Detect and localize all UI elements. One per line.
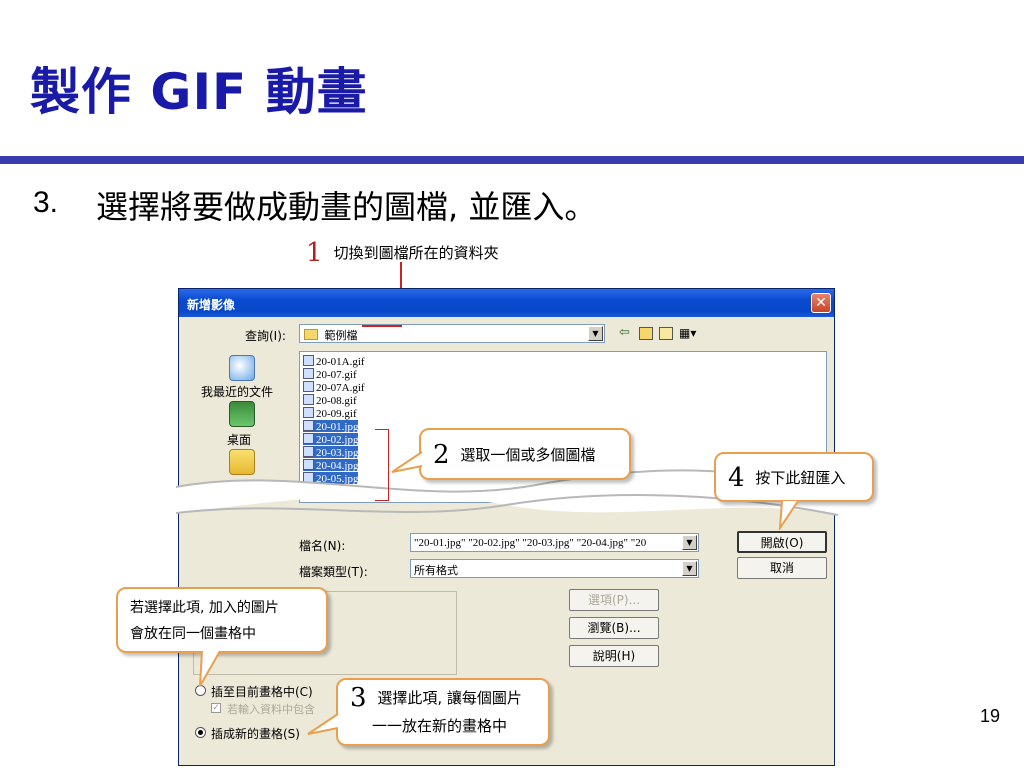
place-desktop[interactable]: 桌面 — [227, 433, 252, 447]
annotation-3: 3 選擇此項, 讓每個圖片 一一放在新的畫格中 — [336, 678, 550, 746]
annotation-4-text: 按下此鈕匯入 — [755, 469, 846, 487]
new-folder-icon[interactable] — [659, 327, 673, 340]
slide-title: 製作 GIF 動畫 — [30, 63, 368, 121]
image-file-icon — [303, 433, 314, 444]
image-file-icon — [303, 420, 314, 431]
image-file-icon — [303, 446, 314, 457]
filename-value: "20-01.jpg" "20-02.jpg" "20-03.jpg" "20-… — [414, 537, 647, 549]
desktop-icon[interactable] — [229, 401, 255, 427]
filetype-label: 檔案類型(T): — [299, 565, 368, 579]
annotation-1-line-h — [362, 325, 402, 327]
annotation-1-text: 切換到圖檔所在的資料夾 — [333, 244, 499, 262]
annotation-options-line2: 會放在同一個畫格中 — [130, 626, 256, 642]
annotation-4-pointer — [778, 500, 799, 530]
close-button[interactable]: ✕ — [811, 293, 831, 313]
page-number: 19 — [980, 706, 1001, 726]
list-item-selected[interactable]: 20-01.jpg — [303, 420, 359, 433]
image-file-icon — [303, 407, 314, 418]
up-folder-icon[interactable] — [639, 327, 653, 340]
image-file-icon — [303, 368, 314, 379]
dialog-title: 新增影像 — [187, 298, 236, 312]
step-text: 選擇將要做成動畫的圖檔, 並匯入。 — [96, 188, 597, 226]
help-button[interactable]: 說明(H) — [569, 645, 659, 667]
annotation-4-number: 4 — [728, 463, 745, 493]
filetype-select[interactable]: 所有格式 ▼ — [410, 559, 699, 578]
list-item[interactable]: 20-01A.gif — [303, 355, 365, 368]
filetype-value: 所有格式 — [414, 564, 458, 577]
image-file-icon — [303, 394, 314, 405]
insert-new-radio[interactable] — [195, 727, 206, 738]
chevron-down-icon[interactable]: ▼ — [588, 326, 603, 341]
annotation-3-line1: 選擇此項, 讓每個圖片 — [377, 689, 522, 707]
list-item[interactable]: 20-07A.gif — [303, 381, 365, 394]
list-item-selected[interactable]: 20-05.jpg — [303, 472, 359, 485]
annotation-2-text: 選取一個或多個圖檔 — [460, 446, 596, 464]
open-button[interactable]: 開啟(O) — [737, 531, 827, 553]
list-item[interactable]: 20-08.gif — [303, 394, 357, 407]
image-file-icon — [303, 381, 314, 392]
insert-current-label[interactable]: 插至目前畫格中(C) — [211, 685, 313, 699]
recent-documents-icon[interactable] — [229, 355, 255, 381]
list-item-selected[interactable]: 20-02.jpg — [303, 433, 359, 446]
selection-bracket — [375, 429, 389, 501]
view-menu-icon[interactable]: ▦▾ — [679, 326, 697, 340]
options-button[interactable]: 選項(P)... — [569, 589, 659, 611]
annotation-3-number: 3 — [350, 683, 367, 713]
include-checkbox[interactable]: ✓ — [211, 703, 221, 713]
annotation-2-pointer — [391, 451, 423, 473]
annotation-1-number: 1 — [306, 238, 323, 268]
list-item[interactable]: 20-07.gif — [303, 368, 357, 381]
chevron-down-icon[interactable]: ▼ — [682, 535, 697, 550]
list-item-selected[interactable]: 20-03.jpg — [303, 446, 359, 459]
lookin-dropdown[interactable]: 範例檔 ▼ — [299, 324, 605, 343]
step-number: 3. — [33, 186, 59, 219]
filename-label: 檔名(N): — [299, 539, 346, 553]
annotation-options: 若選擇此項, 加入的圖片 會放在同一個畫格中 — [116, 587, 328, 653]
annotation-2: 2 選取一個或多個圖檔 — [419, 428, 631, 480]
back-icon[interactable]: ⇦ — [619, 325, 630, 340]
chevron-down-icon[interactable]: ▼ — [682, 561, 697, 576]
annotation-3-line2: 一一放在新的畫格中 — [372, 717, 508, 735]
image-file-icon — [303, 459, 314, 470]
annotation-3-pointer — [307, 713, 339, 735]
list-item-selected[interactable]: 20-04.jpg — [303, 459, 359, 472]
annotation-4: 4 按下此鈕匯入 — [714, 452, 874, 502]
my-documents-icon[interactable] — [229, 449, 255, 475]
dialog-titlebar[interactable]: 新增影像 ✕ — [179, 289, 834, 317]
annotation-1: 1 切換到圖檔所在的資料夾 — [306, 238, 499, 268]
annotation-options-line1: 若選擇此項, 加入的圖片 — [130, 600, 279, 616]
lookin-value: 範例檔 — [324, 329, 358, 342]
filename-input[interactable]: "20-01.jpg" "20-02.jpg" "20-03.jpg" "20-… — [410, 533, 699, 552]
cancel-button[interactable]: 取消 — [737, 557, 827, 579]
insert-new-label[interactable]: 插成新的畫格(S) — [211, 727, 300, 741]
place-recent[interactable]: 我最近的文件 — [201, 385, 274, 399]
annotation-2-number: 2 — [433, 440, 450, 470]
lookin-label: 查詢(I): — [245, 329, 286, 343]
image-file-icon — [303, 355, 314, 366]
list-item[interactable]: 20-09.gif — [303, 407, 357, 420]
browse-button[interactable]: 瀏覽(B)... — [569, 617, 659, 639]
include-label: 若輸入資料中包含 — [227, 703, 315, 716]
folder-icon — [304, 329, 318, 340]
title-divider — [0, 156, 1024, 164]
annotation-options-pointer — [199, 650, 221, 687]
